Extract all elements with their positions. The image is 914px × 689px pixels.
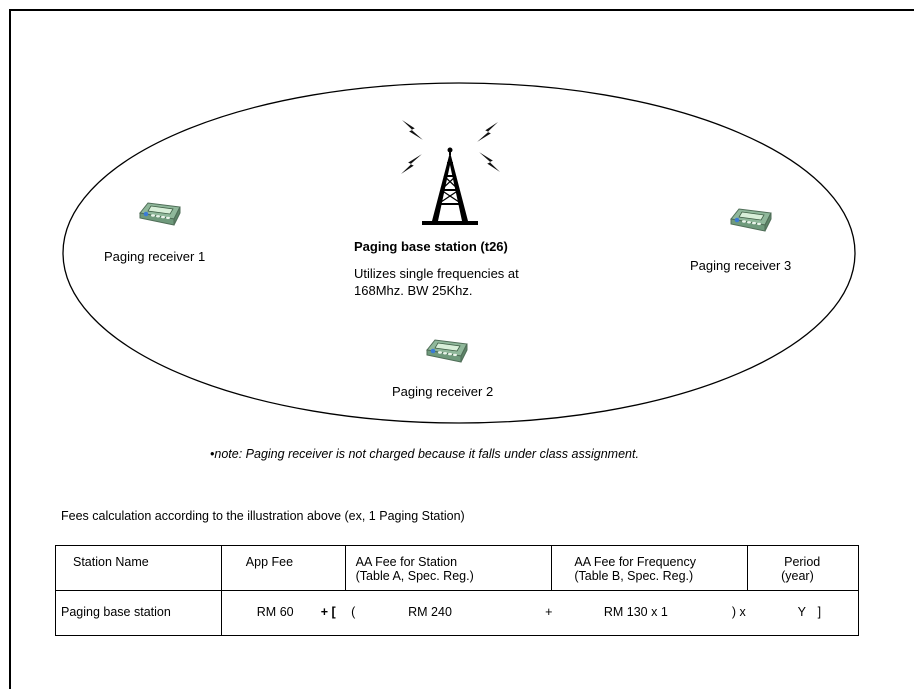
receiver-2-label: Paging receiver 2 [392,384,494,399]
row-cell: Paging base station [55,590,222,636]
header-period-1: Period [784,555,821,569]
fees-table: Station Name App Fee AA Fee for Station … [55,545,859,636]
row-close-bracket: ] [817,605,822,619]
header-aa-station-1: AA Fee for Station [355,555,458,569]
radio-signal-icon [474,122,501,142]
header-aa-station-2: (Table A, Spec. Reg.) [355,569,474,583]
base-station-title: Paging base station (t26) [354,239,508,254]
row-cell: ( RM 240 + [345,590,553,636]
base-station-description-1: Utilizes single frequencies at [354,266,519,281]
row-cell: RM 130 x 1 ) x [551,590,748,636]
row-station-name: Paging base station [61,605,171,619]
row-aa-frequency: RM 130 x 1 [603,605,668,619]
header-aa-frequency-1: AA Fee for Frequency [574,555,696,569]
antenna-tower-icon [422,147,478,225]
row-aa-station: RM 240 [408,605,452,619]
header-cell: Period (year) [747,545,859,591]
header-period-2: (year) [781,569,814,583]
radio-signal-icon [399,120,426,140]
header-cell: Station Name [55,545,222,591]
header-app-fee: App Fee [245,555,294,569]
fees-caption: Fees calculation according to the illust… [61,509,465,523]
row-cell: RM 60 + [ [220,590,346,636]
row-period: Y [797,605,806,619]
header-station-name: Station Name [73,555,149,569]
row-plus-bracket: + [ [320,605,336,619]
row-close-times: ) x [731,605,746,619]
table-row: Paging base station RM 60 + [ ( RM 240 +… [55,590,859,636]
pager-icon [139,202,181,226]
table-header-row: Station Name App Fee AA Fee for Station … [55,545,859,591]
receiver-1-label: Paging receiver 1 [104,249,206,264]
header-cell: App Fee [220,545,346,591]
pager-icon [426,339,468,363]
row-plus: + [545,605,553,619]
pager-icon [730,208,772,232]
page-frame [9,9,914,689]
row-open-paren: ( [351,605,356,619]
radio-signal-icon [476,152,503,172]
receiver-3-label: Paging receiver 3 [690,258,792,273]
header-aa-frequency-2: (Table B, Spec. Reg.) [574,569,694,583]
header-cell: AA Fee for Frequency (Table B, Spec. Reg… [551,545,749,591]
note-text: •note: Paging receiver is not charged be… [210,447,639,461]
header-cell: AA Fee for Station (Table A, Spec. Reg.) [344,545,553,591]
row-cell: Y ] [747,590,859,636]
radio-signal-icon [398,154,425,174]
base-station-description-2: 168Mhz. BW 25Khz. [354,283,473,298]
coverage-area [62,82,856,424]
row-app-fee: RM 60 [256,605,294,619]
